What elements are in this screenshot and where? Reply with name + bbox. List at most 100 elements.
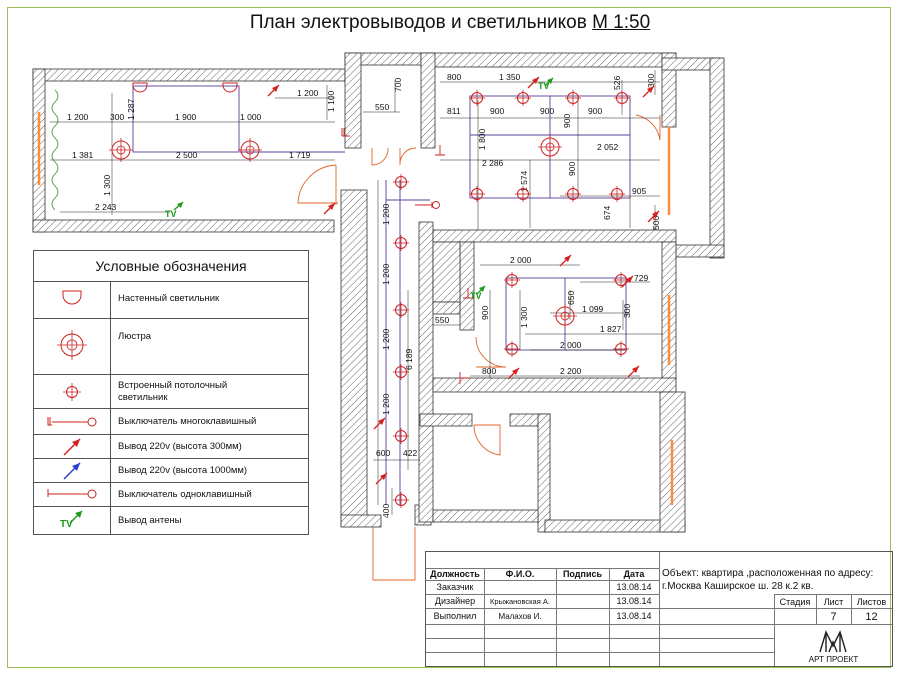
chandelier-icon	[537, 134, 563, 160]
dim-text: 1 200	[381, 263, 391, 285]
sheets-value: 12	[865, 610, 878, 623]
legend-row: Настенный светильник	[34, 281, 308, 319]
stamp-date: 13.08.14	[616, 582, 652, 592]
legend-row: Выключатель одноклавишный	[34, 483, 308, 507]
doors	[297, 114, 661, 581]
stage-label: Стадия	[779, 596, 811, 607]
red-arrow-icon	[323, 202, 336, 215]
stamp-date: 13.08.14	[616, 596, 652, 606]
dim-text: 300	[622, 304, 632, 318]
dim-text: 1 200	[67, 112, 89, 122]
stamp-header-sign: Подпись	[562, 569, 603, 579]
dim-text: 300	[110, 112, 124, 122]
legend-symbol	[34, 483, 111, 506]
company-name: АРТ ПРОЕКТ	[808, 655, 859, 664]
windows	[37, 112, 674, 505]
dim-text: 2 286	[482, 158, 504, 168]
switches	[341, 128, 656, 384]
antenna-icon: TV	[60, 510, 83, 530]
stamp-name: Крыжановская А.	[490, 596, 550, 606]
dim-text: 800	[447, 72, 461, 82]
dim-text: 1 350	[499, 72, 521, 82]
single-switch-icon	[463, 288, 473, 299]
walls	[32, 52, 725, 533]
dim-text: 1 000	[240, 112, 262, 122]
dim-text: 900	[490, 106, 504, 116]
single-switch-icon	[459, 372, 470, 384]
legend-symbol	[34, 409, 111, 434]
recessed-light-icon	[392, 427, 410, 445]
legend-label: Выключатель многоклавишный	[118, 416, 257, 427]
dim-text: 674	[602, 206, 612, 220]
title-block: Должность Ф.И.О. Подпись Дата Заказчик 1…	[425, 551, 893, 667]
dim-text: 2 500	[176, 150, 198, 160]
single-switch-icon	[47, 489, 97, 499]
legend-row: Люстра	[34, 319, 308, 375]
legend-label: Встроенный потолочный светильник	[118, 380, 228, 403]
dim-text: 1 287	[126, 98, 136, 120]
wall-lamp-icon	[222, 82, 238, 93]
recessed-light-icon	[564, 89, 582, 107]
drawing-frame	[7, 7, 891, 668]
red-arrow-icon	[375, 472, 388, 485]
antenna-icon: TV	[165, 209, 177, 219]
object-line-2: г.Москва Каширское ш. 28 к.2 кв.	[662, 580, 814, 592]
dim-text: 650	[566, 291, 576, 305]
dim-text: 550	[375, 102, 389, 112]
dim-text: 600	[376, 448, 390, 458]
sheets-label: Листов	[856, 596, 887, 607]
recessed-light-icon	[392, 491, 410, 509]
legend-symbol: TV	[34, 507, 111, 534]
dim-text: 500	[651, 216, 661, 230]
dim-text: 1 200	[381, 328, 391, 350]
recessed-light-icon	[468, 185, 486, 203]
recessed-light-icon	[392, 234, 410, 252]
stage-value	[774, 609, 816, 624]
recessed-light-icon	[608, 185, 626, 203]
dim-text: 1 900	[175, 112, 197, 122]
stamp-role: Выполнил	[433, 611, 477, 621]
legend-symbol	[34, 319, 111, 374]
stamp-name: Малахов И.	[498, 611, 542, 621]
multi-switch-icon	[341, 128, 350, 137]
dim-text: 2 243	[95, 202, 117, 212]
antenna-icon: TV	[470, 291, 482, 301]
recessed-light-icon	[392, 301, 410, 319]
chandelier-icon	[552, 303, 578, 329]
antenna-icon: TV	[538, 81, 550, 91]
sheet-label: Лист	[823, 596, 844, 607]
dim-text: 1 300	[102, 174, 112, 196]
dim-text: 700	[393, 78, 403, 92]
recessed-light-icon	[613, 89, 631, 107]
dim-text: 800	[482, 366, 496, 376]
legend-row: Вывод 220v (высота 300мм)	[34, 435, 308, 459]
chandelier-icon	[57, 330, 87, 360]
stamp-header-role: Должность	[430, 569, 480, 579]
dim-text: 2 000	[560, 340, 582, 350]
dim-text: 1 099	[582, 304, 604, 314]
legend-symbol	[34, 375, 111, 408]
legend-label: Вывод антены	[118, 515, 182, 526]
chandelier-icon	[108, 137, 134, 163]
dim-text: 2 000	[510, 255, 532, 265]
dim-text: 900	[588, 106, 602, 116]
red-arrow-icon	[373, 417, 386, 430]
dim-text: 1 300	[519, 306, 529, 328]
recessed-light-icon	[612, 271, 630, 289]
dim-text: 1 200	[381, 203, 391, 225]
antenna-outlets: TV TV TV	[165, 77, 554, 301]
dim-text: 400	[381, 504, 391, 518]
recessed-light-icon	[612, 340, 630, 358]
dim-text: 1 381	[72, 150, 94, 160]
stamp-role: Заказчик	[436, 582, 474, 592]
single-switch-icon	[415, 202, 433, 208]
stamp-header-name: Ф.И.О.	[505, 569, 535, 579]
red-arrow-icon	[507, 367, 520, 380]
dim-text: 2 200	[560, 366, 582, 376]
dim-text: 900	[480, 306, 490, 320]
recessed-light-icon	[514, 89, 532, 107]
legend-label: Вывод 220v (высота 300мм)	[118, 441, 242, 452]
dim-text: 811	[447, 106, 461, 116]
dim-text: 1 827	[600, 324, 622, 334]
object-line-1: Объект: квартира ,расположенная по адрес…	[662, 567, 874, 579]
